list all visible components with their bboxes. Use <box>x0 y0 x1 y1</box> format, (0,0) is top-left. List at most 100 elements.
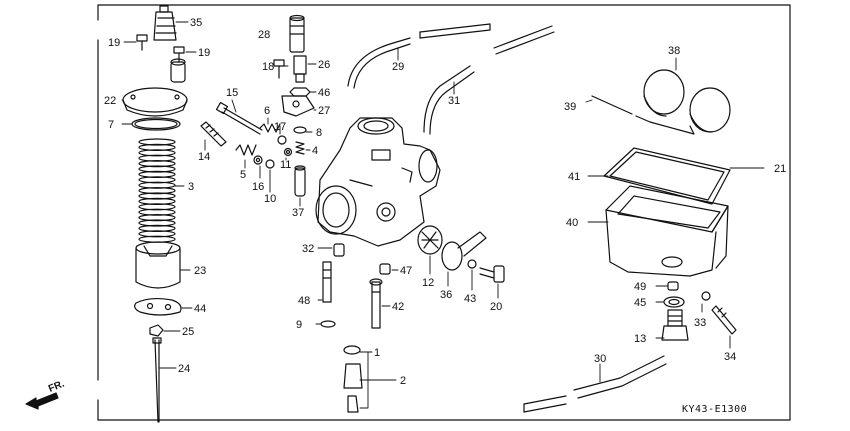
label-47: 47 <box>400 265 412 277</box>
spring-5 <box>235 144 257 156</box>
label-9: 9 <box>296 319 302 331</box>
adjuster-26 <box>293 55 307 83</box>
label-37: 37 <box>292 207 304 219</box>
washer-8 <box>293 126 307 134</box>
leaders-right <box>585 57 765 383</box>
screw-19-left <box>136 34 148 51</box>
o-ring-10 <box>265 159 275 169</box>
diagram-code: KY43-E1300 <box>682 404 747 415</box>
label-48: 48 <box>298 295 310 307</box>
label-38: 38 <box>668 45 680 57</box>
gasket-41 <box>603 147 731 205</box>
bracket-27 <box>281 95 315 117</box>
plug-32 <box>333 243 345 257</box>
label-41: 41 <box>568 171 580 183</box>
front-direction-label: FR. <box>47 378 66 394</box>
float-pin-39 <box>591 95 633 115</box>
label-39: 39 <box>564 101 576 113</box>
needle-clip-plate-44 <box>134 297 182 316</box>
label-11: 11 <box>280 159 291 171</box>
tube-31 <box>423 25 555 135</box>
nut-46 <box>289 87 311 97</box>
label-46: 46 <box>318 87 330 99</box>
label-15: 15 <box>226 87 238 99</box>
needle-jet-48 <box>322 261 332 303</box>
label-12: 12 <box>422 277 434 289</box>
washer-16 <box>253 155 263 165</box>
top-cap-22 <box>122 58 188 117</box>
pilot-screw-14 <box>200 121 227 147</box>
drain-plug-13 <box>661 309 689 341</box>
carburetor-body <box>315 117 441 247</box>
label-1: 1 <box>374 347 380 359</box>
label-35: 35 <box>190 17 202 29</box>
washer-43 <box>467 259 477 269</box>
o-ring-17 <box>277 135 287 145</box>
clip-25 <box>149 324 164 337</box>
label-18: 18 <box>262 61 274 73</box>
label-31: 31 <box>448 95 460 107</box>
gasket-7 <box>131 117 181 131</box>
label-6: 6 <box>264 105 270 117</box>
float-valve-seat-2 <box>343 363 363 413</box>
label-19a: 19 <box>108 37 120 49</box>
label-13: 13 <box>634 333 646 345</box>
label-26: 26 <box>318 59 330 71</box>
cap-boot-35 <box>153 5 177 41</box>
filter-12 <box>417 225 443 255</box>
label-19b: 19 <box>198 47 210 59</box>
screw-18 <box>273 59 285 79</box>
label-3: 3 <box>188 181 194 193</box>
spring-6 <box>259 123 281 133</box>
leaders-left <box>121 21 197 369</box>
label-22: 22 <box>104 95 116 107</box>
jet-holder-42 <box>369 278 383 329</box>
label-5: 5 <box>240 169 246 181</box>
label-14: 14 <box>198 151 210 163</box>
banjo-bolt-20 <box>479 265 505 283</box>
tube-30 <box>523 355 667 413</box>
label-29: 29 <box>392 61 404 73</box>
front-arrow-icon <box>25 392 59 410</box>
washer-9 <box>320 320 336 328</box>
float-38 <box>635 69 731 135</box>
spring-4 <box>295 141 305 155</box>
seat-washer-1 <box>343 345 361 355</box>
label-33: 33 <box>694 317 706 329</box>
label-23: 23 <box>194 265 206 277</box>
label-8: 8 <box>316 127 322 139</box>
label-27: 27 <box>318 105 330 117</box>
throttle-stop-screw-15 <box>215 101 263 135</box>
tube-29 <box>347 23 491 89</box>
plunger-37 <box>294 165 306 197</box>
label-17: 17 <box>274 121 286 133</box>
label-4: 4 <box>312 145 318 157</box>
label-44: 44 <box>194 303 206 315</box>
label-21: 21 <box>774 163 786 175</box>
label-7: 7 <box>108 119 114 131</box>
jet-needle-24 <box>152 337 162 423</box>
float-chamber-40 <box>605 185 729 277</box>
outer-frame <box>97 4 791 421</box>
label-49: 49 <box>634 281 646 293</box>
part-labels: 35 19 19 22 7 3 23 44 25 24 14 15 6 17 1… <box>47 17 786 415</box>
plug-47 <box>379 263 391 275</box>
label-45: 45 <box>634 297 646 309</box>
label-43: 43 <box>464 293 476 305</box>
label-30: 30 <box>594 353 606 365</box>
label-34: 34 <box>724 351 736 363</box>
fuel-inlet-36 <box>441 231 487 271</box>
drain-screw-34 <box>711 305 737 335</box>
label-10: 10 <box>264 193 276 205</box>
o-ring-33 <box>701 291 711 301</box>
leaders-center <box>204 33 499 409</box>
label-2: 2 <box>400 375 406 387</box>
label-20: 20 <box>490 301 502 313</box>
screw-19-right <box>173 46 185 63</box>
washer-11 <box>283 147 293 157</box>
throttle-valve-23 <box>135 241 181 289</box>
label-24: 24 <box>178 363 190 375</box>
label-25: 25 <box>182 326 194 338</box>
washer-45 <box>663 296 685 308</box>
